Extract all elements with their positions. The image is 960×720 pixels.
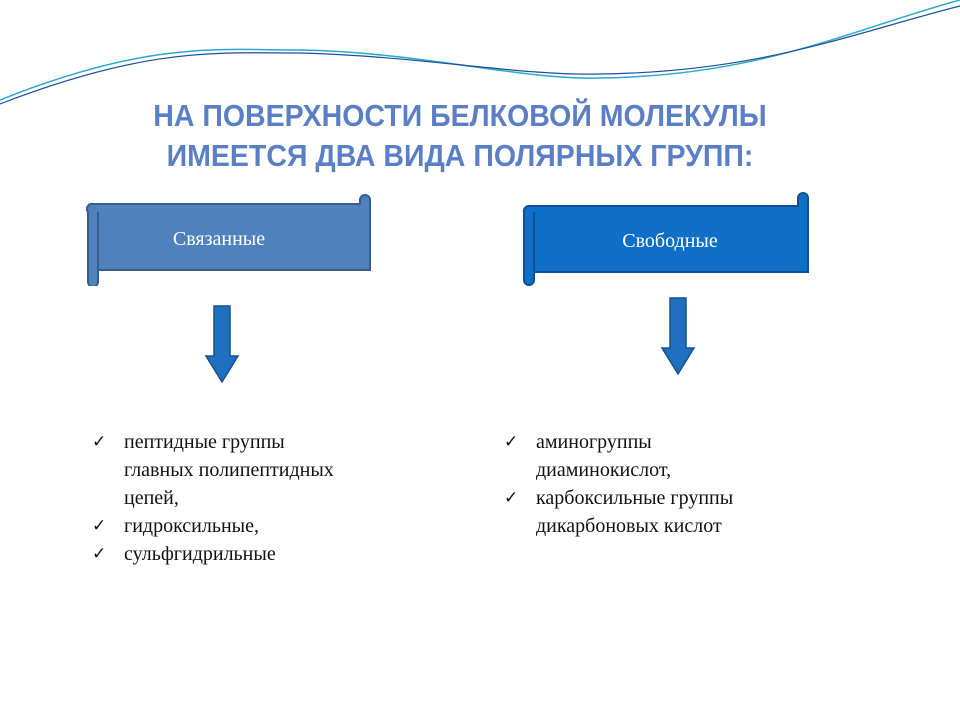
list-item: ✓ гидроксильные,: [92, 512, 334, 540]
free-groups-list: ✓ аминогруппы диаминокислот, ✓ карбоксильны…: [504, 428, 733, 540]
banner-label: Свободные: [622, 230, 718, 252]
item-text: карбоксильные группы: [536, 487, 734, 509]
banner-label: Связанные: [172, 228, 266, 250]
checkmark-icon: ✓: [92, 516, 107, 535]
scroll-banner-shape: [85, 194, 371, 288]
slide-title: НА ПОВЕРХНОСТИ БЕЛКОВОЙ МОЛЕКУЛЫ ИМЕЕТСЯ…: [92, 96, 828, 176]
item-text: пептидные группы: [124, 431, 285, 453]
checkmark-icon: ✓: [504, 432, 519, 451]
list-item: ✓ карбоксильные группы дикарбоновых кислот: [504, 484, 733, 540]
title-line-2: ИМЕЕТСЯ ДВА ВИДА ПОЛЯРНЫХ ГРУПП:: [166, 138, 754, 173]
checkmark-icon: ✓: [92, 544, 107, 563]
banner-free: Свободные: [522, 190, 810, 286]
item-text: цепей,: [124, 487, 179, 509]
item-text: диаминокислот,: [536, 459, 672, 481]
arrow-down-icon: [204, 305, 240, 384]
arrow-down-icon: [660, 297, 696, 376]
checkmark-icon: ✓: [92, 432, 107, 451]
title-line-1: НА ПОВЕРХНОСТИ БЕЛКОВОЙ МОЛЕКУЛЫ: [153, 98, 767, 133]
checkmark-icon: ✓: [504, 488, 519, 507]
list-item: ✓ сульфгидрильные: [92, 540, 334, 568]
decorative-waves: [0, 0, 960, 105]
item-text: дикарбоновых кислот: [536, 515, 722, 537]
bound-groups-list: ✓ пептидные группы главных полипептидных це…: [92, 428, 334, 568]
item-text: аминогруппы: [536, 431, 652, 453]
scroll-banner-shape: [522, 192, 809, 286]
item-text: сульфгидрильные: [124, 543, 276, 565]
item-text: главных полипептидных: [124, 459, 334, 481]
list-item: ✓ аминогруппы диаминокислот,: [504, 428, 733, 484]
item-text: гидроксильные,: [124, 515, 259, 537]
list-item: ✓ пептидные группы главных полипептидных це…: [92, 428, 334, 512]
banner-bound: Связанные: [85, 190, 372, 288]
